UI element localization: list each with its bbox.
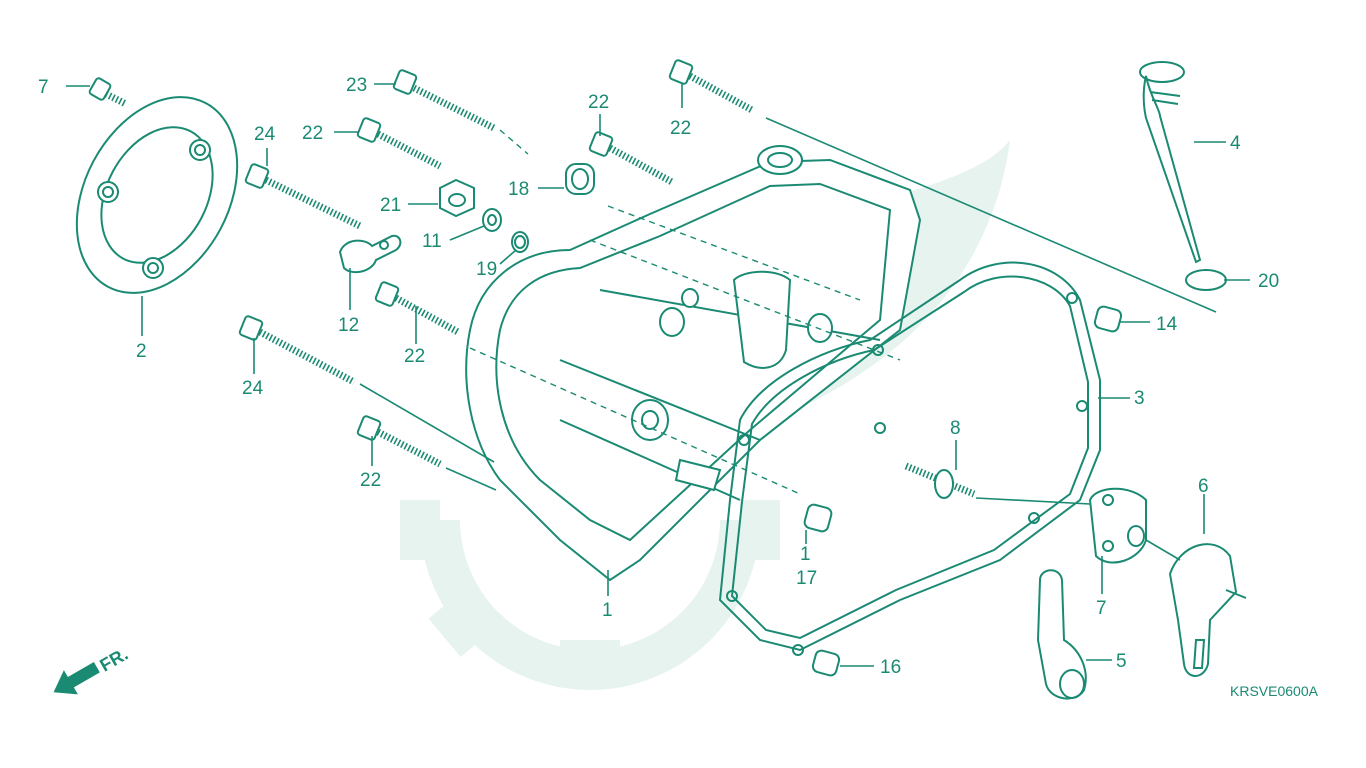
part-5-shift-arm (1036, 569, 1087, 700)
callout-16-b: 16 (880, 657, 901, 678)
part-7-bracket (1088, 487, 1147, 564)
callout-7: 7 (1096, 598, 1107, 619)
part-2-clutch-plate (75, 96, 239, 294)
part-6-arm (1168, 543, 1247, 677)
callout-24-b: 24 (242, 378, 264, 399)
bolts (238, 59, 754, 468)
part-3-gasket (718, 261, 1101, 656)
callout-22-c: 22 (670, 118, 691, 139)
callout-20: 20 (1258, 271, 1279, 292)
dowels (803, 305, 1123, 677)
front-direction-marker: FR. (53, 644, 131, 695)
part-11-clamp (338, 234, 402, 274)
callout-2: 2 (136, 341, 147, 362)
callout-19: 19 (476, 259, 497, 280)
callout-3: 3 (1134, 388, 1145, 409)
callout-23: 23 (346, 75, 367, 96)
callout-22-e: 22 (360, 470, 381, 491)
callout-5: 5 (1116, 651, 1127, 672)
callout-18: 18 (508, 179, 529, 200)
leader-lines (66, 83, 1250, 667)
callout-11: 12 (338, 315, 359, 336)
callout-4: 4 (1230, 133, 1241, 154)
callout-22-a: 22 (302, 123, 323, 144)
callout-17: 17 (796, 568, 817, 589)
part-1-crankcase-cover (465, 145, 922, 582)
callout-21: 21 (380, 195, 401, 216)
callout-12: 7 (38, 77, 49, 98)
callout-22-d: 22 (404, 346, 425, 367)
callout-1-a: 1 (602, 600, 613, 621)
callout-8: 8 (950, 418, 961, 439)
small-parts (439, 163, 595, 253)
callout-14: 11 (422, 231, 442, 252)
callout-labels: 7 23 22 24 21 11 19 18 22 22 12 22 24 22… (38, 75, 1279, 678)
callout-16-a: 14 (1156, 314, 1178, 335)
callout-24-a: 24 (254, 124, 276, 145)
part-12-bolt (88, 77, 128, 108)
fr-label: FR. (96, 644, 131, 676)
part-8-stud (904, 462, 976, 499)
callout-1-b: 1 (800, 544, 811, 565)
callout-22-b: 22 (588, 92, 609, 113)
guide-lines (359, 117, 1217, 561)
drawing-code: KRSVE0600A (1230, 683, 1319, 699)
part-4-dipstick (1139, 61, 1227, 291)
callout-6: 6 (1198, 476, 1209, 497)
